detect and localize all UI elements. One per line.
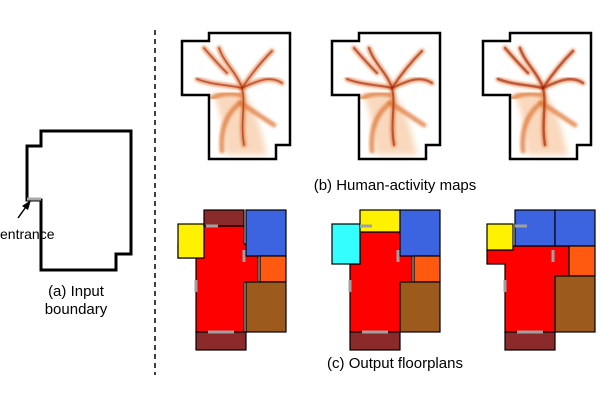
activity-heat-area — [362, 93, 417, 155]
floorplan — [486, 209, 596, 351]
room-storage — [554, 275, 596, 333]
room-bathroom — [177, 223, 205, 259]
room-bathroom — [359, 209, 401, 233]
room-bedroom — [399, 209, 441, 257]
activity-trail-core — [503, 46, 530, 75]
room-bathroom — [486, 223, 514, 251]
activity-trail-core — [241, 78, 283, 89]
room-storage — [245, 281, 287, 333]
boundary-outline — [25, 129, 133, 272]
room-balcony — [203, 209, 245, 227]
activity-trail — [369, 100, 393, 154]
activity-trail-core — [241, 50, 273, 89]
activity-heat-area — [212, 93, 267, 155]
room-kitchen — [259, 255, 287, 283]
activity-map — [481, 31, 593, 161]
floorplan — [177, 209, 287, 351]
activity-map-outline — [180, 31, 292, 161]
activity-trail-core — [196, 78, 243, 89]
activity-trail — [359, 91, 393, 101]
input-caption-line1: (a) Input — [48, 283, 104, 300]
activity-trail-core — [391, 50, 423, 89]
activity-trail-core — [541, 49, 575, 90]
activity-trail-core — [541, 78, 585, 90]
activity-trail-core — [346, 78, 393, 89]
activity-trail-core — [203, 47, 228, 74]
room-bedroom — [245, 209, 287, 257]
input-caption-line2: boundary — [44, 301, 108, 318]
room-kitchen — [568, 245, 596, 277]
activity-map-outline — [481, 31, 593, 161]
activity-trail-core — [391, 78, 433, 89]
room-bedroom-right — [554, 209, 596, 247]
room-balcony-bottom — [504, 331, 556, 351]
room-bedroom-left — [514, 209, 556, 247]
activity-trail — [219, 100, 243, 154]
entrance-arrowhead — [22, 200, 31, 210]
activity-maps-caption: (b) Human-activity maps — [313, 177, 477, 194]
activity-trail — [520, 100, 544, 154]
activity-trail-core — [496, 77, 545, 90]
room-study — [331, 223, 361, 265]
activity-map-outline — [330, 31, 442, 161]
input-boundary — [17, 129, 133, 272]
activity-map — [330, 31, 442, 161]
floorplans-caption: (c) Output floorplans — [327, 355, 463, 372]
room-kitchen — [413, 255, 441, 283]
room-storage — [399, 281, 441, 333]
activity-trail — [510, 91, 544, 101]
activity-heat-area — [513, 93, 568, 155]
floorplan — [331, 209, 441, 351]
room-balcony-bottom — [349, 331, 401, 351]
room-balcony-bottom — [195, 331, 247, 351]
activity-map — [180, 31, 292, 161]
activity-trail-core — [353, 47, 378, 74]
entrance-label: entrance — [0, 226, 55, 242]
activity-trail — [209, 91, 243, 101]
